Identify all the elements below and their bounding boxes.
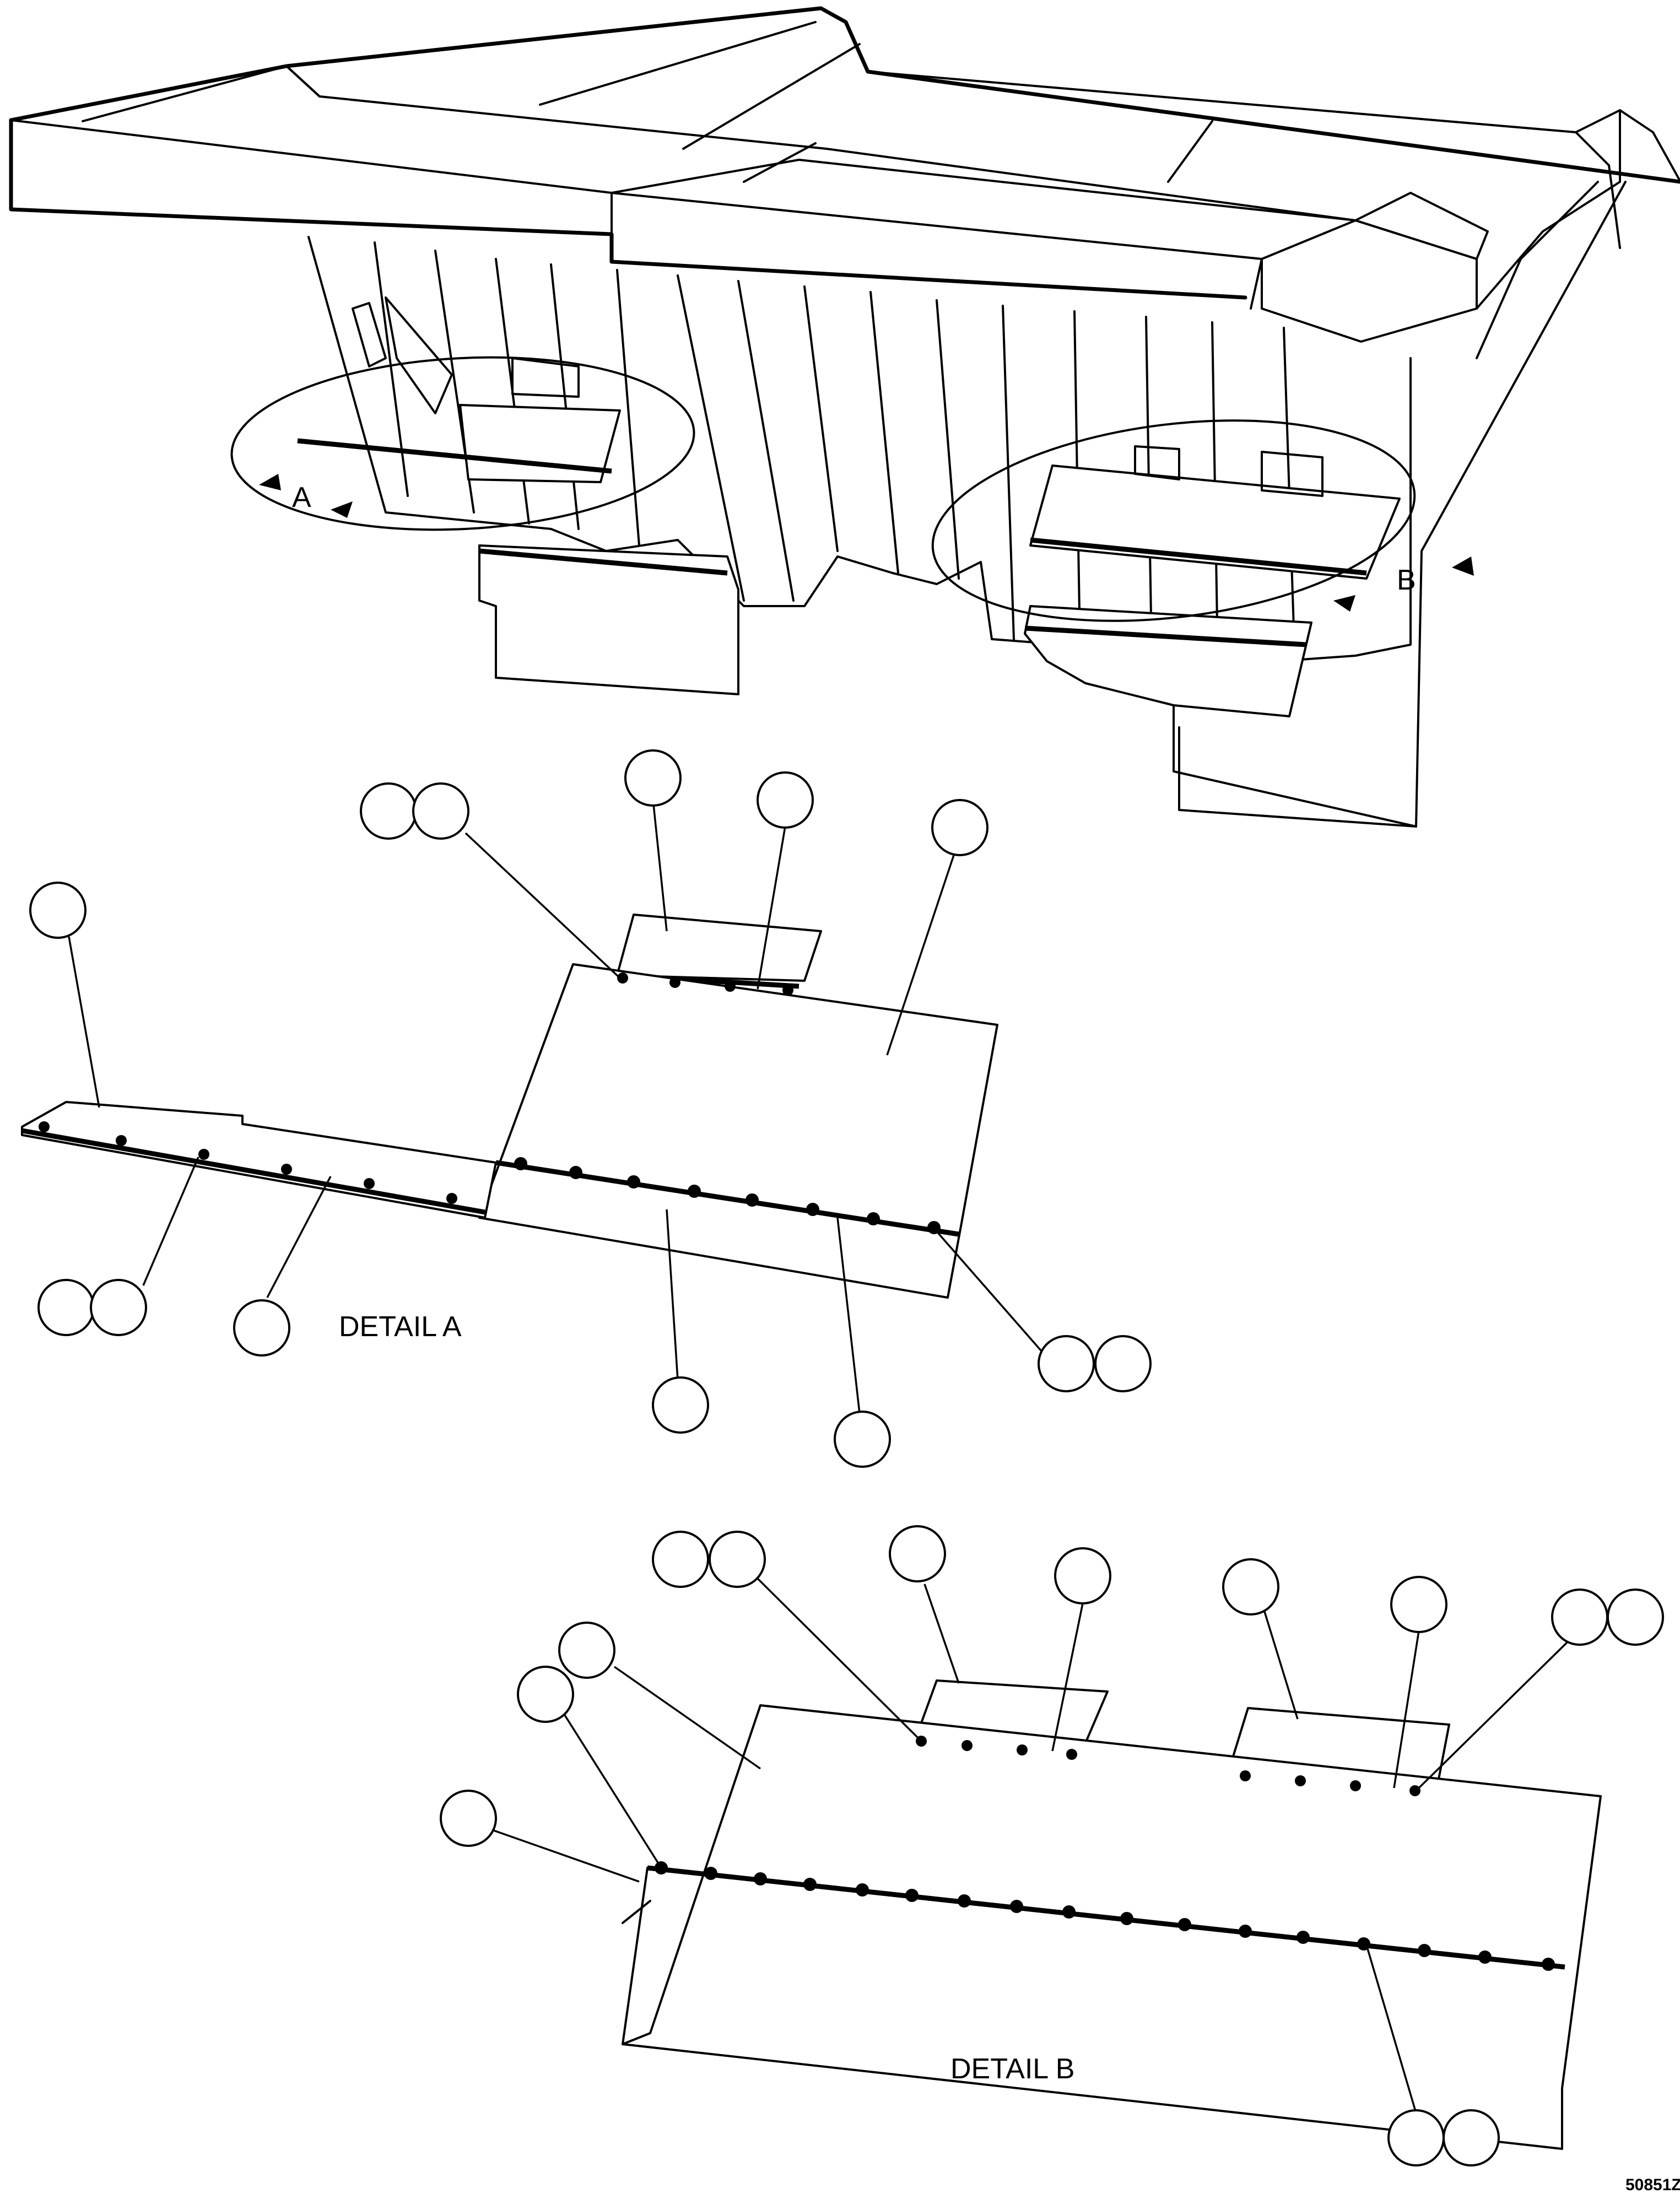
detail-b: DETAIL B [440,1525,1664,2166]
callout-balloon [1443,2109,1500,2166]
callout-balloon [517,1666,574,1723]
callout-balloon [37,1279,95,1336]
callout-balloon [624,749,682,807]
callout-balloon [1094,1335,1152,1392]
callout-balloon [757,771,814,829]
callout-balloon [1390,1576,1447,1633]
dump-body-overview: A B [9,6,1680,828]
callout-balloon [29,882,87,939]
callout-balloon [440,1790,497,1847]
callout-balloon [1551,1589,1608,1646]
callout-balloon [889,1525,946,1582]
callout-balloon [652,1531,709,1588]
callout-balloon [233,1299,290,1357]
callout-balloon [360,782,417,840]
view-b-label: B [1397,564,1416,596]
callout-balloon [1038,1335,1095,1392]
callout-balloon [1607,1589,1664,1646]
callout-balloon [834,1411,891,1468]
callout-balloon [709,1531,766,1588]
callout-balloon [1054,1547,1111,1604]
callout-balloon [652,1376,709,1434]
callout-balloon [931,799,988,856]
detail-a: DETAIL A [21,749,1152,1468]
view-a-label: A [292,482,311,514]
detail-a-title: DETAIL A [339,1311,462,1343]
callout-balloon [412,782,469,840]
callout-balloon [1387,2109,1445,2166]
drawing-code: 50851Z [1625,2176,1680,2194]
callout-balloon [1222,1558,1279,1616]
callout-balloon [558,1622,615,1679]
callout-balloon [90,1279,147,1336]
detail-b-title: DETAIL B [950,2053,1074,2085]
